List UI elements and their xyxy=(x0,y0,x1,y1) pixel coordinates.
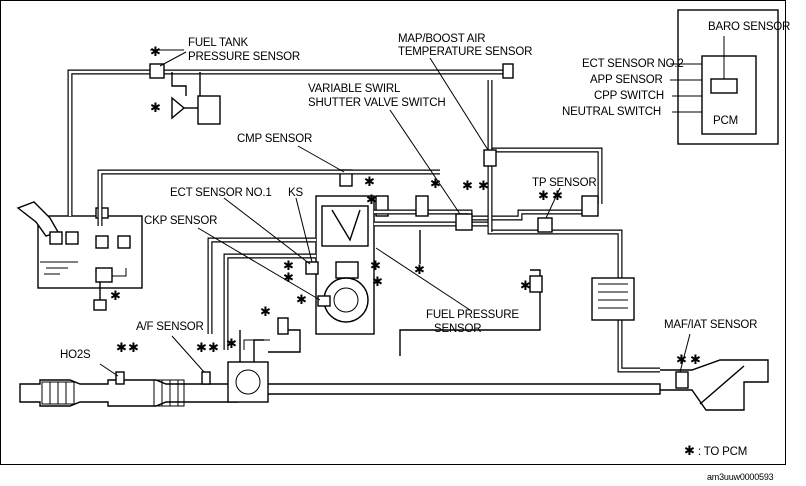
svg-text:✱: ✱ xyxy=(116,341,127,356)
fuel-tank-pressure-sensor-label-line2: PRESSURE SENSOR xyxy=(188,51,300,63)
throttle-body xyxy=(581,195,599,217)
svg-text:✱: ✱ xyxy=(283,259,294,274)
map-boost-label-line1: MAP/BOOST AIR xyxy=(398,33,485,45)
pcm-box xyxy=(701,55,757,135)
pcm-label: PCM xyxy=(713,115,738,127)
baro-sensor-label: BARO SENSOR xyxy=(708,21,790,33)
svg-text:✱: ✱ xyxy=(538,189,549,204)
ckp-sensor-element xyxy=(317,295,331,307)
ho2s-label: HO2S xyxy=(60,349,91,361)
evap-lines: ✱ ✱ xyxy=(67,45,514,216)
accelerator-pedal xyxy=(591,277,635,321)
svg-text:✱: ✱ xyxy=(296,293,307,308)
legend-text: : TO PCM xyxy=(698,446,747,458)
svg-text:✱: ✱ xyxy=(150,45,161,60)
cpp-switch-label: CPP SWITCH xyxy=(594,90,664,102)
turbocharger xyxy=(227,361,269,403)
svg-text:✱: ✱ xyxy=(430,177,441,192)
fuel-pressure-label-line1: FUEL PRESSURE xyxy=(426,309,519,321)
variable-swirl-element xyxy=(455,213,473,231)
legend-symbol: ✱ xyxy=(684,444,695,459)
map-boost-label-line2: TEMPERATURE SENSOR xyxy=(398,46,532,58)
tp-sensor-element xyxy=(537,217,553,233)
pcm-panel: BARO SENSOR ECT SENSOR NO.2 APP SENSOR C… xyxy=(562,9,790,145)
svg-text:✱: ✱ xyxy=(150,101,161,116)
fuel-tank-pressure-sensor xyxy=(149,63,165,79)
af-sensor-element xyxy=(201,371,211,385)
baro-sensor-element xyxy=(710,78,738,94)
svg-text:✱: ✱ xyxy=(676,353,687,368)
piston xyxy=(335,261,359,279)
fuel-gauge-sender xyxy=(93,299,107,311)
svg-text:✱: ✱ xyxy=(690,353,701,368)
intake-system: ✱ ✱ ✱ ✱ ✱ ✱ ✱ xyxy=(97,80,660,373)
svg-text:✱: ✱ xyxy=(364,175,375,190)
ho2s-element xyxy=(115,371,125,385)
engine: ✱ ✱ ✱ ✱ ✱ ✱ ✱ xyxy=(283,169,389,335)
svg-text:✱: ✱ xyxy=(462,179,473,194)
cmp-sensor-label: CMP SENSOR xyxy=(237,133,312,145)
legend: ✱ : TO PCM xyxy=(684,444,747,459)
app-sensor-label: APP SENSOR xyxy=(590,74,663,86)
variable-swirl-label-line1: VARIABLE SWIRL xyxy=(308,83,401,95)
svg-text:✱: ✱ xyxy=(520,279,531,294)
ect-sensor-no2-label: ECT SENSOR NO.2 xyxy=(582,58,684,70)
svg-text:✱: ✱ xyxy=(283,271,294,286)
ect-sensor-no1-element xyxy=(305,261,319,275)
purge-valve xyxy=(171,96,186,120)
air-intake: ✱ ✱ xyxy=(660,353,769,411)
svg-text:✱: ✱ xyxy=(208,341,219,356)
svg-text:✱: ✱ xyxy=(128,341,139,356)
map-boost-sensor-element xyxy=(483,149,497,167)
ckp-sensor-label: CKP SENSOR xyxy=(144,215,217,227)
svg-text:✱: ✱ xyxy=(226,337,237,352)
leader-lines xyxy=(99,51,691,377)
fuel-pressure-label-line2: SENSOR xyxy=(434,323,481,335)
variable-swirl-label-line2: SHUTTER VALVE SWITCH xyxy=(308,97,445,109)
evap-canister xyxy=(197,95,221,125)
svg-text:✱: ✱ xyxy=(370,259,381,274)
svg-text:✱: ✱ xyxy=(110,289,121,304)
diagram-frame xyxy=(0,0,786,465)
svg-text:✱: ✱ xyxy=(478,179,489,194)
ect-sensor-no1-label: ECT SENSOR NO.1 xyxy=(170,187,272,199)
neutral-switch-label: NEUTRAL SWITCH xyxy=(562,106,661,118)
svg-text:✱: ✱ xyxy=(372,275,383,290)
fuel-tank-pressure-sensor-label-line1: FUEL TANK xyxy=(188,37,249,49)
svg-text:✱: ✱ xyxy=(414,263,425,278)
svg-text:✱: ✱ xyxy=(260,305,271,320)
svg-text:✱: ✱ xyxy=(552,189,563,204)
svg-text:✱: ✱ xyxy=(366,193,377,208)
fuel-pump xyxy=(95,267,113,283)
maf-iat-sensor-element xyxy=(675,371,689,389)
figure-code: am3uuw0000593 xyxy=(707,472,774,482)
maf-iat-sensor-label: MAF/IAT SENSOR xyxy=(664,319,757,331)
tp-sensor-label: TP SENSOR xyxy=(532,177,596,189)
component-labels: FUEL TANK PRESSURE SENSOR MAP/BOOST AIR … xyxy=(60,33,757,361)
fuel-tank: ✱ xyxy=(16,201,143,311)
ks-label: KS xyxy=(288,187,303,199)
af-sensor-label: A/F SENSOR xyxy=(136,321,204,333)
exhaust-system: ✱ ✱ ✱ ✱ ✱ ✱ xyxy=(19,305,661,407)
svg-text:✱: ✱ xyxy=(196,341,207,356)
